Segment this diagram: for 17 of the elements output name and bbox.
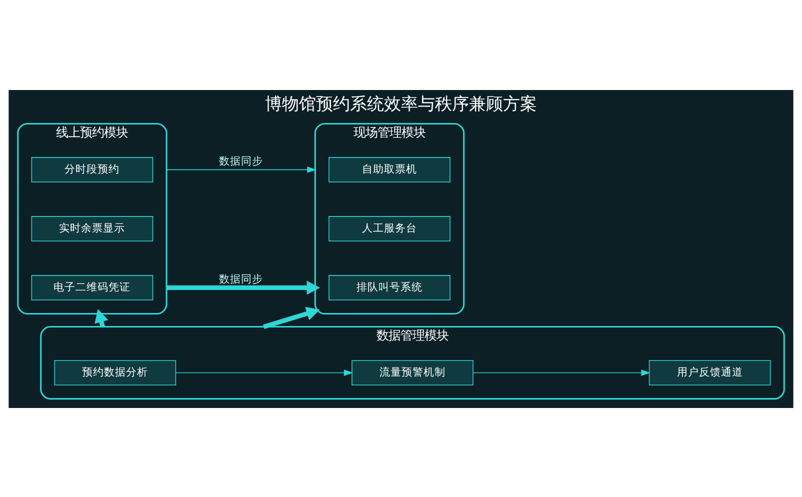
edge-label: 数据同步 — [218, 272, 263, 285]
node-box: 自助取票机 — [328, 156, 450, 182]
node-box: 分时段预约 — [31, 156, 154, 182]
node-box: 流量预警机制 — [352, 360, 474, 385]
node-box: 电子二维码凭证 — [31, 274, 154, 300]
arrow — [166, 166, 316, 172]
arrow — [175, 369, 354, 376]
node-box: 排队叫号系统 — [328, 274, 450, 300]
diagram-title: 博物馆预约系统效率与秩序兼顾方案 — [265, 93, 537, 114]
arrow — [472, 369, 650, 376]
node-box: 人工服务台 — [328, 216, 450, 241]
node-box: 实时余票显示 — [31, 216, 154, 241]
node-box: 用户反馈通道 — [648, 360, 771, 385]
node-box: 预约数据分析 — [54, 360, 176, 385]
arrow — [263, 306, 320, 328]
edge-label: 数据同步 — [218, 154, 263, 167]
arrow — [166, 280, 320, 294]
